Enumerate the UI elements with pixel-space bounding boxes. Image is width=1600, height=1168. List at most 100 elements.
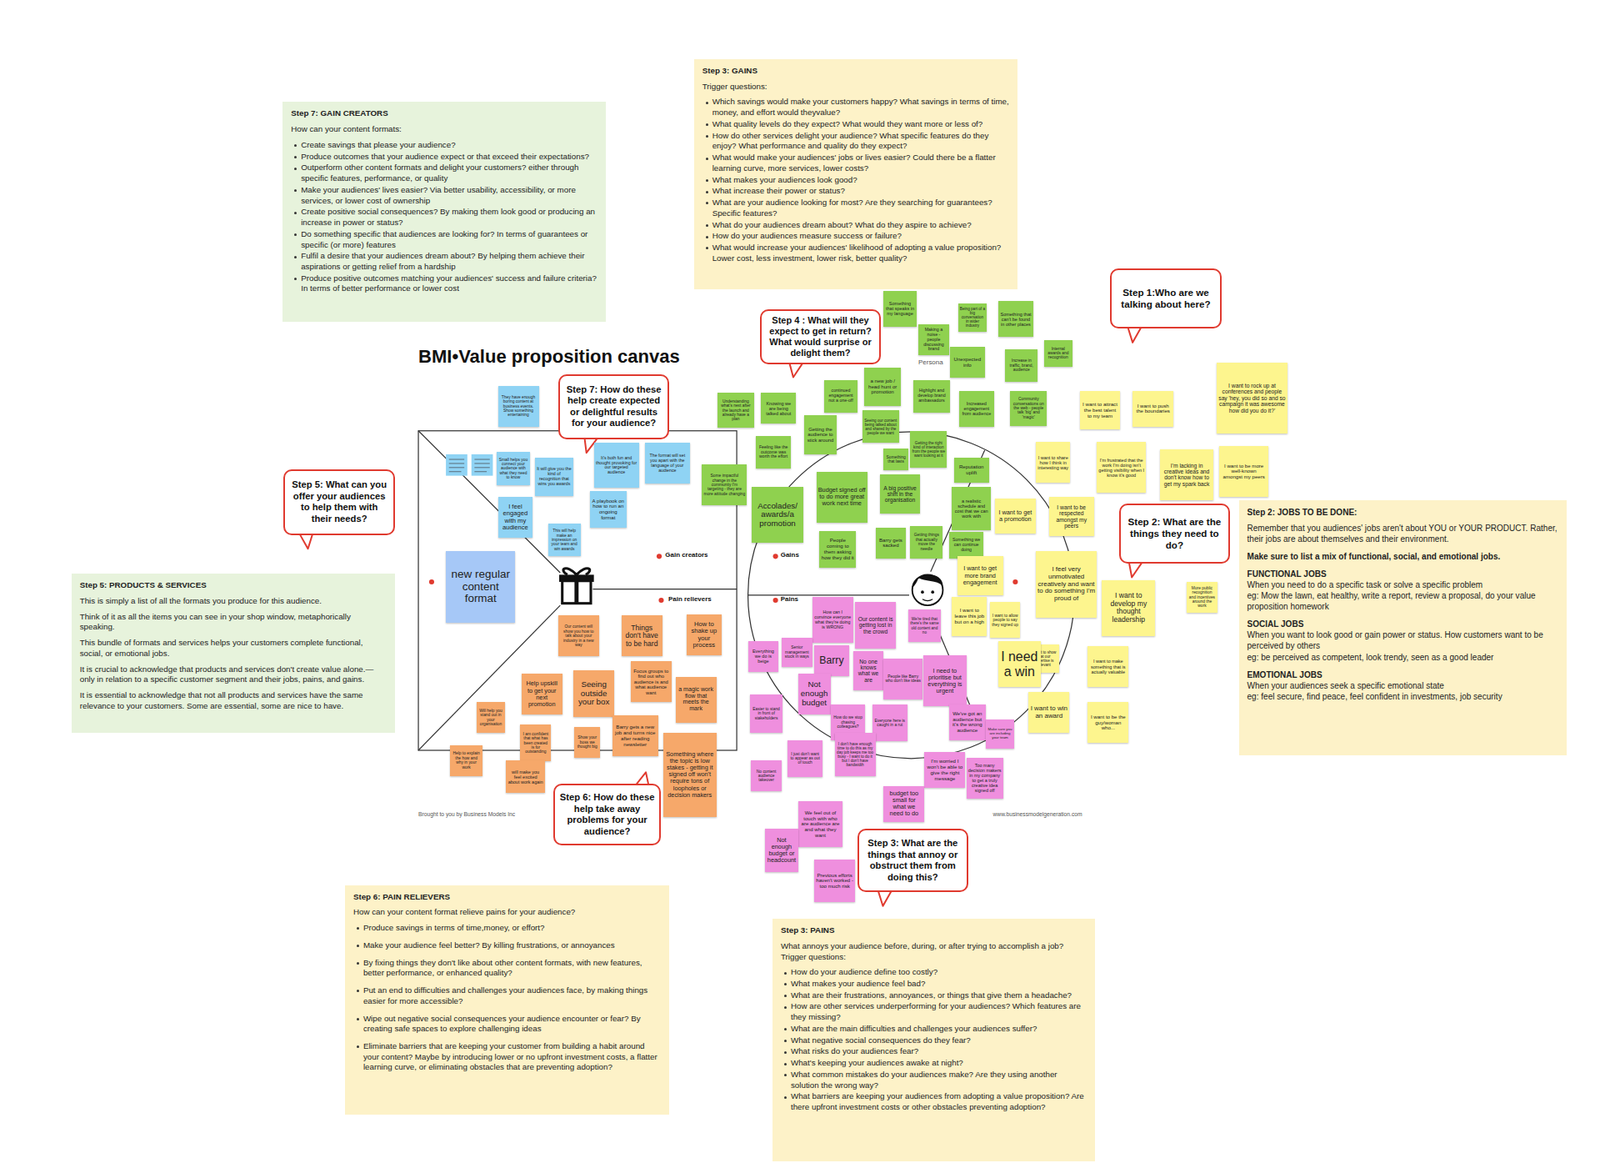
note-text: I want to rock up at conferences and peo… [1218, 382, 1287, 414]
sticky-note: I want to be the guy/woman who... [1087, 701, 1129, 743]
panel-text: When you need to do a specific task or s… [1247, 579, 1559, 590]
sticky-note: Some impactful change in the community I… [701, 464, 747, 505]
step-callout: Step 5: What can you offer your audience… [283, 469, 395, 535]
note-text: Being part of a big conversation in wide… [960, 306, 985, 329]
note-text: I want to be respected amongst my peers [1050, 504, 1093, 530]
note-text: It's both fun and thought provoking for … [595, 455, 638, 475]
note-text: Internal awards and recognition [1045, 346, 1071, 360]
note-text: Something that lasts [885, 455, 906, 465]
sticky-note: People coming to them asking how they di… [819, 530, 856, 568]
sticky-note: I am confident that what has been create… [520, 724, 551, 761]
note-text: We feel out of touch with who are audien… [800, 810, 842, 839]
note-text: Barry gets a new job and turns nice afte… [614, 724, 657, 747]
panel-text: Think of it as all the items you can see… [80, 611, 387, 633]
sticky-note: I want to push the boundaries [1132, 390, 1174, 427]
note-text: I want to share how I think in interesti… [1037, 455, 1070, 470]
sticky-note: Not enough budget or headcount [765, 828, 798, 871]
sticky-note: I want to allow people to say they signe… [990, 601, 1021, 638]
note-text: Easier to stand in front of stakeholders [751, 706, 781, 720]
sticky-note: Something we can continue doing [949, 531, 985, 559]
sticky-note: Knowing we are being talked about [760, 392, 796, 424]
panel-text: Do something specific that audiences are… [290, 229, 598, 250]
sticky-note: I want to get more brand engagement [957, 555, 1004, 595]
note-text: new regular content format [447, 568, 514, 605]
panel-heading: Step 3: GAINS [702, 65, 1010, 77]
sticky-note: Barry gets a new job and turns nice afte… [612, 715, 659, 756]
note-text: Too many decision makers in my company t… [968, 762, 1002, 793]
sticky-note: Being part of a big conversation in wide… [958, 303, 987, 332]
instruction-panel: Step 7: GAIN CREATORSHow can your conten… [282, 101, 606, 321]
sticky-note: a new job / head hunt or promotion [864, 367, 901, 407]
sticky-note: Easier to stand in front of stakeholders [750, 694, 783, 734]
panel-text: How do your audience define too costly? [780, 966, 1087, 978]
note-text: Everything we do is beige [750, 648, 778, 664]
note-text: Our content will show you how to talk ab… [560, 624, 598, 647]
note-text: Help to explain the how and why in your … [451, 750, 481, 770]
note-text: I want to get more brand engagement [959, 565, 1002, 585]
note-text: Make sure you are including your team [987, 727, 1013, 740]
note-text: I want to be more well-known amongst my … [1220, 463, 1267, 480]
section-label: Persona [918, 358, 944, 366]
lined-note [445, 454, 493, 476]
note-text: Something that speaks in my language [885, 300, 915, 316]
note-text: I want to push the boundaries [1134, 403, 1172, 415]
note-text: Seeing our content being talked about an… [864, 418, 898, 435]
section-label: Gain creators [665, 550, 708, 559]
note-text: I want to leave this job but on a high [953, 607, 985, 625]
note-text: Making a noise - people discussing brand [920, 327, 948, 352]
sticky-note: Something that speaks in my language [883, 290, 916, 327]
note-text: a new job / head hunt or promotion [865, 378, 900, 395]
note-text: I need a win [1000, 649, 1040, 679]
callout-text: Step 6: How do these help take away prob… [560, 791, 655, 837]
sticky-note: Our content is getting lost in the crowd [855, 601, 896, 648]
callout-tail [877, 889, 892, 906]
note-text: Increase in traffic, brand, audience [1006, 358, 1036, 372]
callout-text: Step 4 : What will they expect to get in… [766, 315, 874, 360]
sticky-note: Something that lasts [883, 448, 908, 471]
sticky-note: Increase in traffic, brand, audience [1005, 349, 1038, 382]
panel-text: This is simply a list of all the formats… [80, 595, 387, 607]
note-text: I need to prioritise but everything is u… [925, 667, 965, 695]
panel-text: What annoys your audience before, during… [780, 940, 1087, 962]
sticky-note: No content audience takeover [750, 760, 782, 791]
note-text: I want to make something that is actuall… [1089, 658, 1127, 674]
panel-heading: Step 3: PAINS [780, 925, 1087, 936]
callout-text: Step 2: What are the things they need to… [1125, 515, 1223, 551]
note-text: Help upskill to get your next promotion [523, 680, 561, 707]
sticky-note: People like Barry who don't like ideas [883, 658, 923, 700]
panel-text: eg: Mow the lawn, eat healthy, write a r… [1247, 590, 1559, 612]
note-text: The format will set you apart with the l… [646, 453, 689, 473]
section-label: Pains [780, 595, 799, 603]
note-text: I feel engaged with my audience [500, 503, 532, 531]
step-callout: Step 6: How do these help take away prob… [553, 783, 662, 845]
sticky-note: I want to win an award [1028, 691, 1070, 733]
panel-text: Make your audience feel better? By killi… [353, 940, 661, 951]
sticky-note: I feel very unmotivated creatively and w… [1035, 550, 1097, 618]
panel-text: It is crucial to acknowledge that produc… [80, 664, 387, 685]
sticky-note: Unexpected info [950, 346, 985, 378]
panel-text: What do your audiences dream about? What… [702, 220, 1010, 231]
sticky-note: How can I convince everyone what they're… [812, 596, 854, 643]
sticky-note: We feel out of touch with who are audien… [798, 800, 844, 847]
sticky-note: Make sure you are including your team [985, 719, 1015, 748]
callout-text: Step 3: What are the things that annoy o… [864, 837, 962, 883]
note-text: Previous efforts haven't worked - too mu… [815, 872, 854, 890]
sticky-note: The format will set you apart with the l… [645, 442, 690, 484]
section-label: Gains [780, 550, 800, 559]
step-callout: Step 1:Who are we talking about here? [1110, 268, 1221, 329]
note-text: Understanding what's next after the laun… [719, 399, 753, 422]
sticky-note: I want to develop my thought leadership [1101, 580, 1155, 636]
canvas-frame [418, 430, 1075, 759]
panel-text: Produce positive outcomes matching your … [290, 273, 598, 295]
canvas-title: BMI•Value proposition canvas [418, 345, 680, 368]
note-text: I feel very unmotivated creatively and w… [1037, 565, 1095, 603]
note-text: A big positive shift in the organisation [881, 485, 920, 504]
panel-text: Make sure to list a mix of functional, s… [1247, 550, 1559, 562]
panel-text: How are other services underperforming f… [780, 1000, 1087, 1022]
sticky-note: Focus groups to find out who audience is… [630, 660, 672, 702]
note-text: Will help you stand out in your organisa… [478, 708, 504, 727]
sticky-note: budget too small for what we need to do [883, 785, 925, 822]
sticky-note: Barry gets sacked [875, 527, 907, 559]
callout-text: Step 5: What can you offer your audience… [290, 479, 388, 525]
panel-text: Put an end to difficulties and challenge… [353, 985, 661, 1006]
